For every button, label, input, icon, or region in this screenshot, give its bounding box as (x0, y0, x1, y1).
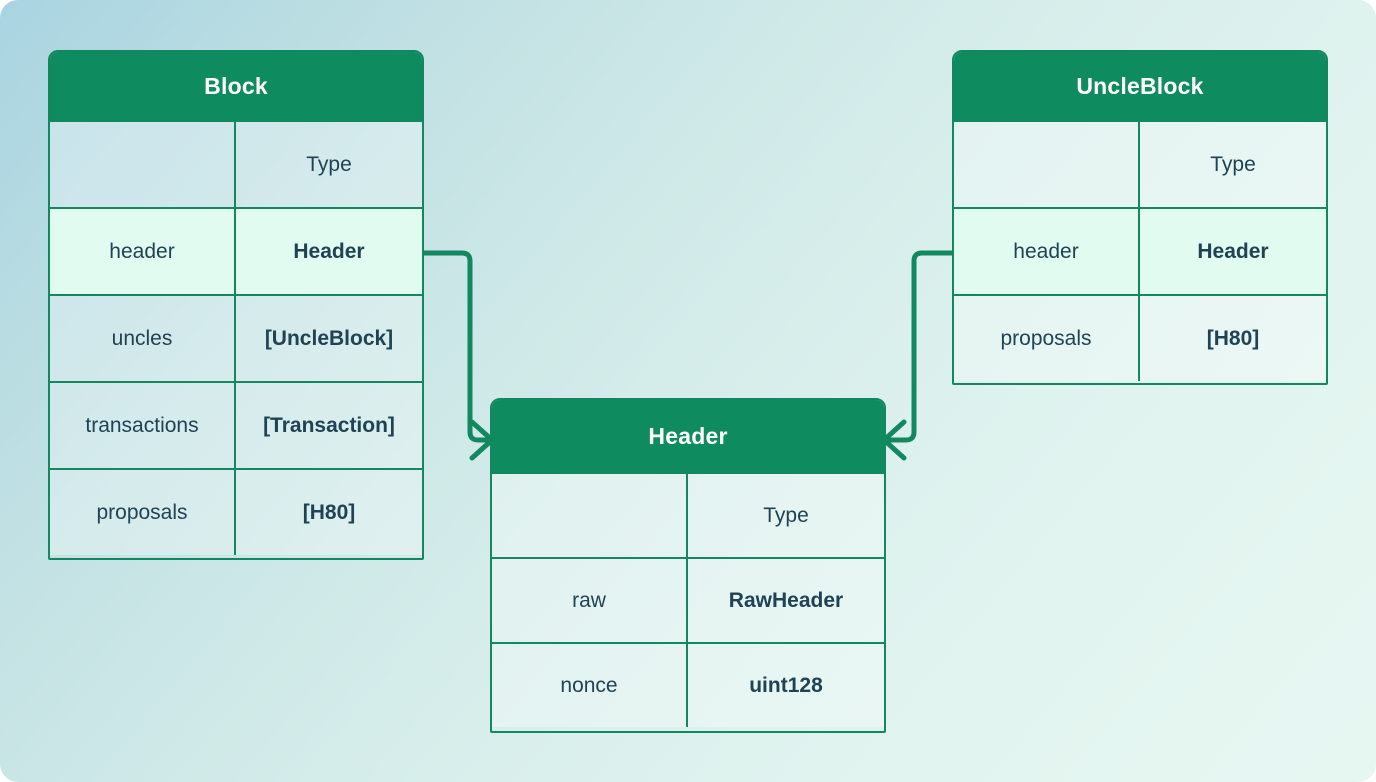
table-row[interactable]: nonce uint128 (492, 642, 884, 727)
field-type: Header (1197, 239, 1269, 263)
entity-header-type-column-header: Type (763, 503, 809, 527)
field-name: header (954, 209, 1140, 294)
field-name: transactions (50, 383, 236, 468)
table-row[interactable]: uncles [UncleBlock] (50, 294, 422, 381)
entity-block-type-header-row: Type (50, 120, 422, 207)
field-type: RawHeader (728, 588, 844, 612)
field-type: [Transaction] (263, 413, 395, 437)
table-row[interactable]: raw RawHeader (492, 557, 884, 642)
entity-block[interactable]: Block Type header Header uncles [UncleBl… (48, 50, 424, 560)
arrowhead-into-header-right (881, 419, 907, 461)
field-type: [H80] (1206, 326, 1260, 350)
field-name: nonce (492, 644, 688, 727)
table-row[interactable]: proposals [H80] (954, 294, 1326, 381)
entity-header-name-column-header (492, 474, 688, 557)
field-type: [H80] (302, 500, 356, 524)
entity-uncleblock-name-column-header (954, 122, 1140, 207)
connector-uncleblock-to-header (881, 250, 955, 443)
field-name: uncles (50, 296, 236, 381)
entity-uncleblock-title: UncleBlock (954, 52, 1326, 120)
entity-header-title: Header (492, 400, 884, 472)
field-name: proposals (50, 470, 236, 555)
field-name: raw (492, 559, 688, 642)
field-type: [UncleBlock] (264, 326, 394, 350)
entity-block-title: Block (50, 52, 422, 120)
entity-block-type-column-header: Type (306, 152, 352, 176)
table-row[interactable]: header Header (954, 207, 1326, 294)
entity-block-name-column-header (50, 122, 236, 207)
arrowhead-into-header-left (469, 419, 495, 461)
entity-header-type-header-row: Type (492, 472, 884, 557)
table-row[interactable]: transactions [Transaction] (50, 381, 422, 468)
entity-uncleblock-type-header-row: Type (954, 120, 1326, 207)
table-row[interactable]: header Header (50, 207, 422, 294)
entity-header[interactable]: Header Type raw RawHeader nonce uint128 (490, 398, 886, 733)
connector-block-to-header (421, 250, 495, 443)
table-row[interactable]: proposals [H80] (50, 468, 422, 555)
field-type: Header (293, 239, 365, 263)
field-name: proposals (954, 296, 1140, 381)
field-name: header (50, 209, 236, 294)
entity-uncleblock-type-column-header: Type (1210, 152, 1256, 176)
field-type: uint128 (749, 673, 823, 697)
entity-uncleblock[interactable]: UncleBlock Type header Header proposals … (952, 50, 1328, 385)
